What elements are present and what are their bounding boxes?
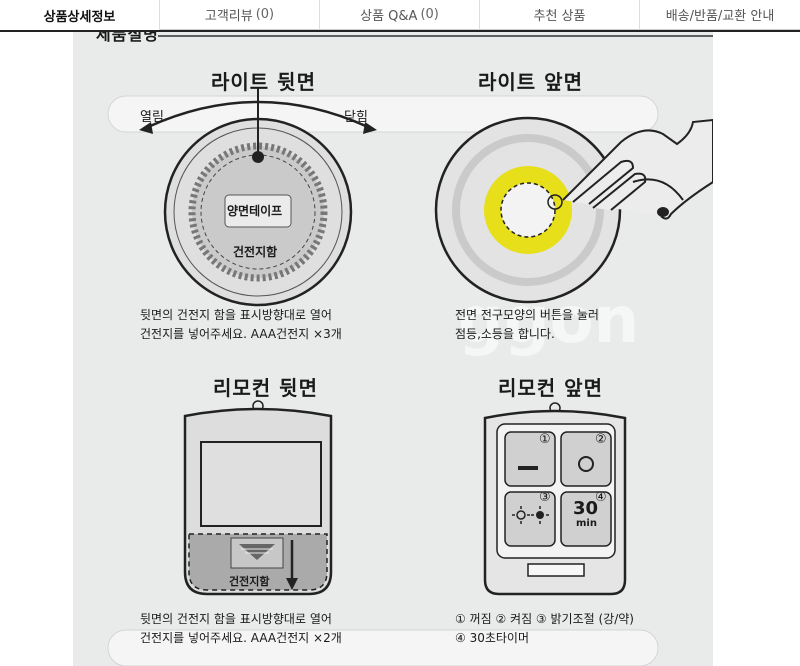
illustration: ggon bbox=[107, 35, 713, 666]
section-heading: 제품설명 bbox=[96, 32, 159, 44]
light-back-title: 라이트 뒷면 bbox=[211, 70, 316, 94]
tab-shipping-info[interactable]: 배송/반품/교환 안내 bbox=[640, 0, 800, 30]
button-number-1: ① bbox=[539, 432, 551, 447]
tab-label: 고객리뷰 bbox=[204, 9, 253, 24]
remote-front-title: 리모컨 앞면 bbox=[498, 376, 603, 400]
watermark-text: ggon bbox=[458, 284, 639, 358]
timer-unit: min bbox=[576, 518, 597, 529]
tab-count: (0) bbox=[255, 7, 275, 22]
button-number-3: ③ bbox=[539, 490, 551, 505]
tab-label: 배송/반품/교환 안내 bbox=[665, 9, 775, 24]
tape-label: 양면테이프 bbox=[227, 204, 283, 218]
tab-bar: 상품상세정보 고객리뷰(0) 상품 Q&A(0) 추천 상품 배송/반품/교환 … bbox=[0, 0, 800, 32]
desc-line: 건전지를 넣어주세요. AAA건전지 ×3개 bbox=[140, 327, 342, 341]
remote-battery-label: 건전지함 bbox=[229, 575, 270, 588]
remote-back-title: 리모컨 뒷면 bbox=[213, 376, 318, 400]
product-detail-image: ggon 제품설명 라이트 뒷면 열림 닫힘 양면테이프 건전지함 뒷면의 건전… bbox=[73, 32, 713, 666]
tab-label: 상품상세정보 bbox=[43, 9, 116, 25]
close-label: 닫힘 bbox=[344, 110, 368, 125]
desc-line: ④ 30초타이머 bbox=[455, 631, 530, 645]
desc-line: 건전지를 넣어주세요. AAA건전지 ×2개 bbox=[140, 631, 342, 645]
desc-line: 전면 전구모양의 버튼을 눌러 bbox=[455, 308, 599, 322]
desc-line: 점등,소등을 합니다. bbox=[455, 327, 555, 341]
tab-recommended[interactable]: 추천 상품 bbox=[480, 0, 640, 30]
tab-reviews[interactable]: 고객리뷰(0) bbox=[160, 0, 320, 30]
button-number-4: ④ bbox=[595, 490, 607, 505]
battery-box-label: 건전지함 bbox=[233, 245, 278, 259]
light-front-title: 라이트 앞면 bbox=[478, 70, 583, 94]
desc-line: 뒷면의 건전지 함을 표시방향대로 열어 bbox=[140, 308, 332, 322]
tab-label: 추천 상품 bbox=[533, 9, 586, 24]
remote-back-desc: 뒷면의 건전지 함을 표시방향대로 열어 건전지를 넣어주세요. AAA건전지 … bbox=[140, 610, 342, 648]
remote-front-desc: ① 꺼짐 ② 켜짐 ③ 밝기조절 (강/약) ④ 30초타이머 bbox=[455, 610, 634, 648]
desc-line: 뒷면의 건전지 함을 표시방향대로 열어 bbox=[140, 612, 332, 626]
desc-line: ① 꺼짐 ② 켜짐 ③ 밝기조절 (강/약) bbox=[455, 612, 634, 626]
tab-qna[interactable]: 상품 Q&A(0) bbox=[320, 0, 480, 30]
light-front-desc: 전면 전구모양의 버튼을 눌러 점등,소등을 합니다. bbox=[455, 306, 599, 344]
open-label: 열림 bbox=[140, 110, 164, 125]
light-back-desc: 뒷면의 건전지 함을 표시방향대로 열어 건전지를 넣어주세요. AAA건전지 … bbox=[140, 306, 342, 344]
button-number-2: ② bbox=[595, 432, 607, 447]
timer-value: 30 bbox=[573, 498, 599, 519]
tab-product-detail[interactable]: 상품상세정보 bbox=[0, 0, 160, 30]
tab-label: 상품 Q&A bbox=[360, 9, 418, 24]
tab-count: (0) bbox=[420, 7, 439, 22]
